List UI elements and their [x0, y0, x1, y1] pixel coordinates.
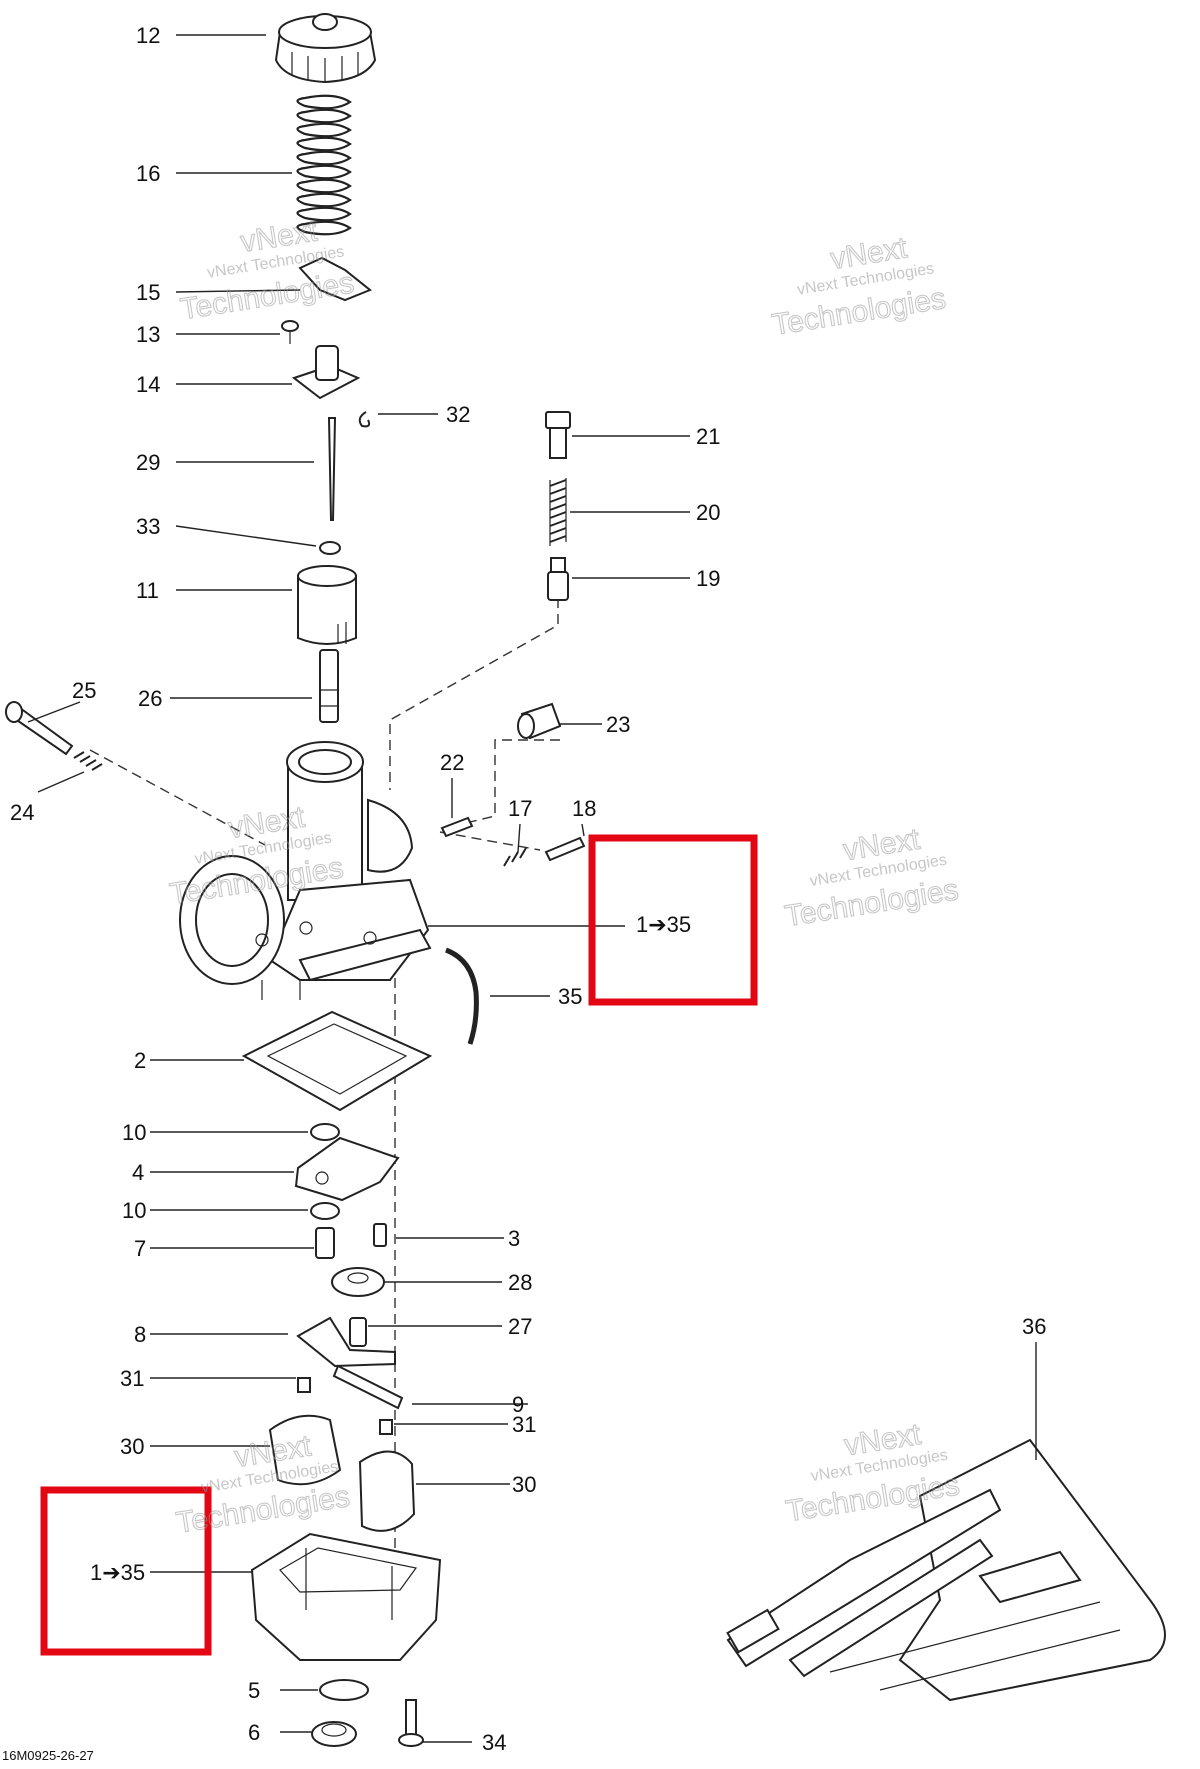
- part-34-screw: [398, 1699, 424, 1747]
- part-10-o-ring-lower: [310, 1202, 340, 1220]
- callout-15: 15: [136, 280, 160, 305]
- callout-10-upper: 10: [122, 1120, 146, 1145]
- part-15-plate: [298, 256, 372, 302]
- callout-25: 25: [72, 678, 96, 703]
- part-1-carburetor-body: [179, 741, 432, 1000]
- part-32-clip: [358, 411, 371, 428]
- part-28-float-valve: [331, 1267, 385, 1297]
- callout-23: 23: [606, 712, 630, 737]
- callout-24: 24: [10, 800, 34, 825]
- callout-33: 33: [136, 514, 160, 539]
- part-31-screw-upper: [297, 1377, 311, 1393]
- callout-36: 36: [1022, 1314, 1046, 1339]
- part-17-spring: [503, 847, 527, 867]
- part-20-spring: [549, 478, 567, 546]
- part-1-float-bowl: [250, 1532, 442, 1661]
- part-4-plate: [294, 1136, 400, 1202]
- callout-2: 2: [134, 1048, 146, 1073]
- part-9-pin: [332, 1364, 404, 1410]
- callout-14: 14: [136, 372, 160, 397]
- part-5-o-ring: [319, 1679, 369, 1701]
- callout-16: 16: [136, 161, 160, 186]
- callout-12: 12: [136, 23, 160, 48]
- watermark-line3: Technologies: [178, 266, 356, 326]
- callout-numbers: 12 16 15 13 14 32 29 33 11 26 21 20 19 2…: [10, 23, 1046, 1755]
- callout-31-upper: 31: [120, 1366, 144, 1391]
- part-30-float-left: [268, 1414, 342, 1486]
- highlight-box-bowl: [40, 1486, 212, 1656]
- range-label-bowl: 1➔35: [90, 1560, 145, 1585]
- callout-8: 8: [134, 1322, 146, 1347]
- part-18-screw: [544, 836, 586, 862]
- part-22-screw: [440, 816, 474, 838]
- part-13-screw: [281, 320, 299, 344]
- part-24-spring: [73, 751, 103, 771]
- callout-34: 34: [482, 1730, 506, 1755]
- part-10-o-ring-upper: [310, 1123, 340, 1141]
- part-29-needle: [327, 417, 337, 521]
- callout-11: 11: [136, 578, 159, 603]
- callout-18: 18: [572, 796, 596, 821]
- part-11-slide: [297, 565, 357, 645]
- part-21-adjuster: [545, 411, 571, 459]
- part-6-plug: [311, 1721, 357, 1747]
- part-26-needle-jet: [319, 649, 339, 723]
- callout-19: 19: [696, 566, 720, 591]
- callout-27: 27: [508, 1314, 532, 1339]
- part-12-cap: [274, 13, 377, 84]
- callout-4: 4: [132, 1160, 144, 1185]
- watermark-4: vNext vNext Technologies Technologies: [782, 822, 961, 934]
- part-8-float-arm: [296, 1316, 396, 1368]
- callout-7: 7: [134, 1236, 146, 1261]
- callout-9: 9: [512, 1392, 524, 1417]
- part-31-screw-lower: [379, 1419, 393, 1435]
- part-25-screw: [5, 701, 74, 756]
- part-23-cap: [517, 702, 562, 740]
- part-2-gasket: [241, 1010, 433, 1112]
- callout-35: 35: [558, 984, 582, 1009]
- part-3-jet: [373, 1223, 387, 1247]
- callout-28: 28: [508, 1270, 532, 1295]
- part-7-jet: [315, 1227, 335, 1259]
- range-label-body: 1➔35: [636, 912, 691, 937]
- callout-13: 13: [136, 322, 160, 347]
- callout-5: 5: [248, 1678, 260, 1703]
- part-35-hose: [445, 947, 479, 1045]
- callout-26: 26: [138, 686, 162, 711]
- figure-code: 16M0925-26-27: [2, 1748, 94, 1763]
- callout-10-lower: 10: [122, 1198, 146, 1223]
- part-27-needle-valve: [349, 1317, 367, 1347]
- part-14-holder: [291, 345, 361, 400]
- callout-31-lower: 31: [512, 1412, 536, 1437]
- callout-6: 6: [248, 1720, 260, 1745]
- callout-32: 32: [446, 402, 470, 427]
- callout-17: 17: [508, 796, 532, 821]
- watermarks: vNext vNext Technologies Technologies vN…: [167, 214, 962, 1541]
- part-33-washer: [319, 541, 341, 555]
- callout-30-right: 30: [512, 1472, 536, 1497]
- part-19-fitting: [547, 557, 569, 601]
- part-30-float-right: [358, 1450, 416, 1532]
- callout-20: 20: [696, 500, 720, 525]
- watermark-2: vNext vNext Technologies Technologies: [769, 231, 948, 343]
- part-36-tool-kit: [726, 1438, 1166, 1702]
- callout-3: 3: [508, 1226, 520, 1251]
- callout-30-left: 30: [120, 1434, 144, 1459]
- highlight-box-body: [588, 834, 758, 1006]
- callout-22: 22: [440, 750, 464, 775]
- callout-29: 29: [136, 450, 160, 475]
- callout-21: 21: [696, 424, 720, 449]
- part-16-spring: [296, 94, 352, 236]
